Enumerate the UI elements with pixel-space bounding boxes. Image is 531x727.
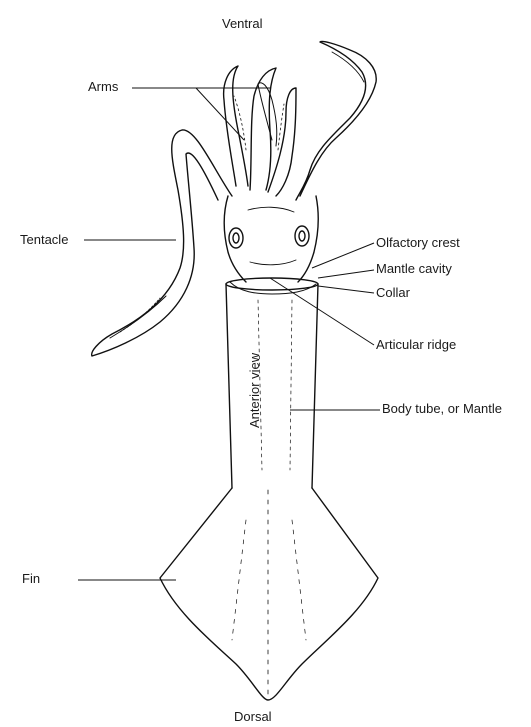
label-olfactory-crest: Olfactory crest	[376, 236, 460, 249]
head-drawing	[224, 196, 318, 282]
label-articular-ridge: Articular ridge	[376, 338, 456, 351]
label-arms: Arms	[88, 80, 118, 93]
label-body-tube: Body tube, or Mantle	[382, 402, 502, 415]
label-tentacle: Tentacle	[20, 233, 68, 246]
right-tentacle-drawing	[296, 41, 376, 200]
arms-leader-diag-1	[196, 88, 244, 140]
label-mantle-cavity: Mantle cavity	[376, 262, 452, 275]
label-fin: Fin	[22, 572, 40, 585]
label-collar: Collar	[376, 286, 410, 299]
olfactory-crest-leader	[312, 243, 374, 268]
label-ventral: Ventral	[222, 17, 262, 30]
label-anterior-view: Anterior view	[248, 353, 261, 428]
arms-drawing	[224, 66, 296, 196]
articular-ridge-leader	[270, 278, 374, 345]
mantle-cavity-leader	[318, 270, 374, 278]
label-dorsal: Dorsal	[234, 710, 272, 723]
left-tentacle-drawing	[92, 130, 232, 356]
collar-leader	[318, 286, 374, 293]
leader-lines	[78, 88, 380, 580]
mantle-drawing	[226, 284, 318, 488]
fin-drawing	[160, 488, 378, 700]
collar-drawing	[226, 278, 318, 294]
